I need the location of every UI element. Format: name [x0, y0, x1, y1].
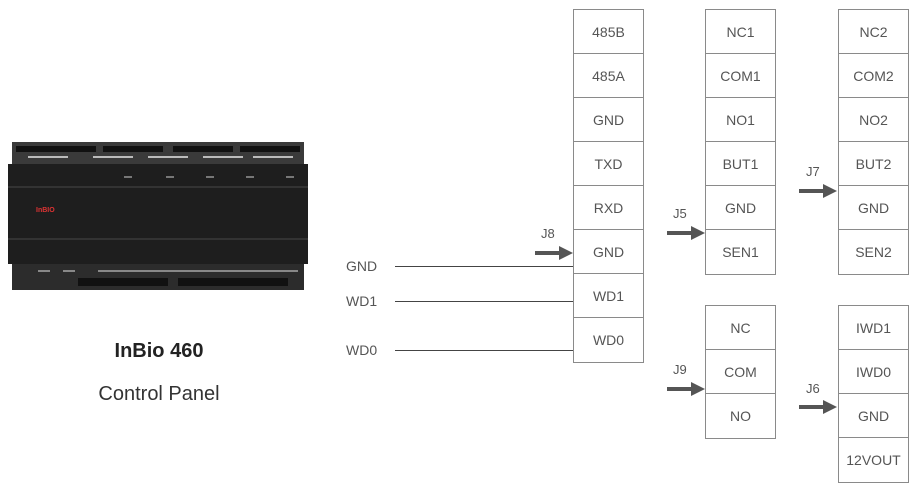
pin-j9-no: NO [730, 408, 751, 424]
pin-j8-485b: 485B [574, 10, 643, 54]
pin-j7-no2: NO2 [839, 98, 908, 142]
pin-j7-gnd: GND [839, 186, 908, 230]
wire-label-gnd: GND [346, 258, 378, 274]
pin-j7-sen2: SEN2 [855, 244, 892, 260]
arrow-j9-icon [667, 382, 705, 396]
connector-j5: NC1 COM1 NO1 BUT1 GND SEN1 [705, 9, 776, 275]
wire-label-wd0: WD0 [346, 342, 378, 358]
pin-j8-wd1: WD1 [574, 274, 643, 318]
pin-j6-iwd1: IWD1 [839, 306, 908, 350]
label-j9: J9 [673, 362, 687, 377]
connector-j9: NC COM NO [705, 305, 776, 439]
wire-wd0 [395, 350, 573, 351]
pin-j5-no1: NO1 [706, 98, 775, 142]
pin-j9-com: COM [706, 350, 775, 394]
pin-j6-gnd: GND [839, 394, 908, 438]
wire-gnd [395, 266, 573, 267]
connector-j8: 485B 485A GND TXD RXD GND WD1 WD0 [573, 9, 644, 363]
arrow-j8-icon [535, 246, 573, 260]
wire-label-wd1: WD1 [346, 293, 378, 309]
label-j6: J6 [806, 381, 820, 396]
pin-j5-but1: BUT1 [706, 142, 775, 186]
pin-j8-wd0: WD0 [592, 332, 625, 348]
inbio-device-image: InBIO [8, 142, 308, 290]
pin-j7-com2: COM2 [839, 54, 908, 98]
pin-j5-com1: COM1 [706, 54, 775, 98]
label-j5: J5 [673, 206, 687, 221]
pin-j6-iwd0: IWD0 [839, 350, 908, 394]
pin-j7-but2: BUT2 [839, 142, 908, 186]
pin-j8-rxd: RXD [574, 186, 643, 230]
pin-j8-485a: 485A [574, 54, 643, 98]
connector-j6: IWD1 IWD0 GND 12VOUT [838, 305, 909, 483]
pin-j6-12vout: 12VOUT [846, 452, 901, 468]
connector-j7: NC2 COM2 NO2 BUT2 GND SEN2 [838, 9, 909, 275]
pin-j8-gnd-1: GND [574, 98, 643, 142]
label-j8: J8 [541, 226, 555, 241]
pin-j8-gnd-2: GND [574, 230, 643, 274]
pin-j8-txd: TXD [574, 142, 643, 186]
pin-j5-gnd: GND [706, 186, 775, 230]
arrow-j5-icon [667, 226, 705, 240]
device-subtitle: Control Panel [98, 383, 220, 405]
pin-j5-nc1: NC1 [706, 10, 775, 54]
pin-j9-nc: NC [706, 306, 775, 350]
label-j7: J7 [806, 164, 820, 179]
device-title: InBio 460 [114, 340, 204, 362]
pin-j7-nc2: NC2 [839, 10, 908, 54]
arrow-j6-icon [799, 400, 837, 414]
device-logo-text: InBIO [36, 207, 55, 214]
wire-wd1 [395, 301, 573, 302]
arrow-j7-icon [799, 184, 837, 198]
top-terminal-labels-icon [28, 156, 293, 158]
pin-j5-sen1: SEN1 [722, 244, 759, 260]
